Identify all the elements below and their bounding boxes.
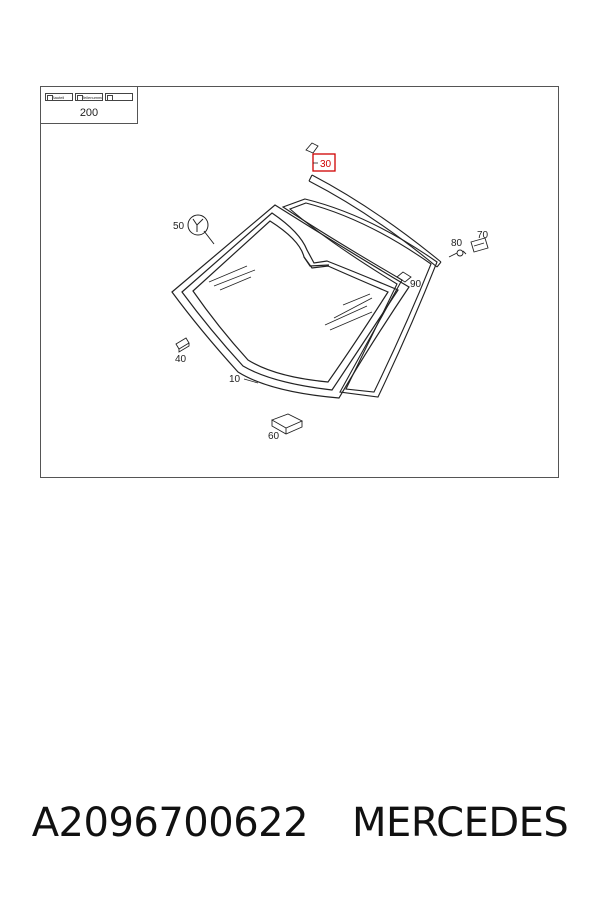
- highlight-box-30: [312, 153, 336, 172]
- legend-box: Bauteil Teilenummer 200: [40, 86, 138, 124]
- brand-name: MERCEDES: [352, 800, 569, 846]
- callout-80: 80: [451, 238, 463, 249]
- screw-part: [448, 249, 467, 258]
- legend-cell: Teilenummer: [75, 93, 103, 101]
- sensor-pad: [396, 271, 412, 283]
- bracket-clip: [470, 237, 489, 253]
- block-part: [270, 413, 304, 435]
- legend-cells: Bauteil Teilenummer: [45, 93, 133, 102]
- windshield-front: [171, 204, 410, 399]
- windshield-rear: [281, 198, 438, 398]
- callout-30: 30: [320, 159, 332, 170]
- legend-cell: Bauteil: [45, 93, 73, 101]
- callout-60: 60: [268, 431, 280, 442]
- legend-value: 200: [79, 107, 99, 119]
- part-number: A2096700622: [31, 800, 309, 846]
- callout-40: 40: [175, 354, 187, 365]
- callout-50: 50: [173, 221, 185, 232]
- clip-icon: [305, 142, 319, 154]
- legend-cell: [105, 93, 133, 101]
- wedge-part: [175, 337, 190, 353]
- footer-caption: A2096700622 MERCEDES: [0, 800, 600, 864]
- callout-90: 90: [410, 279, 422, 290]
- callout-70: 70: [477, 230, 489, 241]
- wrench-icon: [187, 214, 215, 245]
- callout-10: 10: [229, 374, 241, 385]
- leader-10: [243, 378, 259, 384]
- glass-reflections: [208, 265, 373, 331]
- moulding-strip: [308, 174, 442, 268]
- diagram-frame: [40, 86, 559, 478]
